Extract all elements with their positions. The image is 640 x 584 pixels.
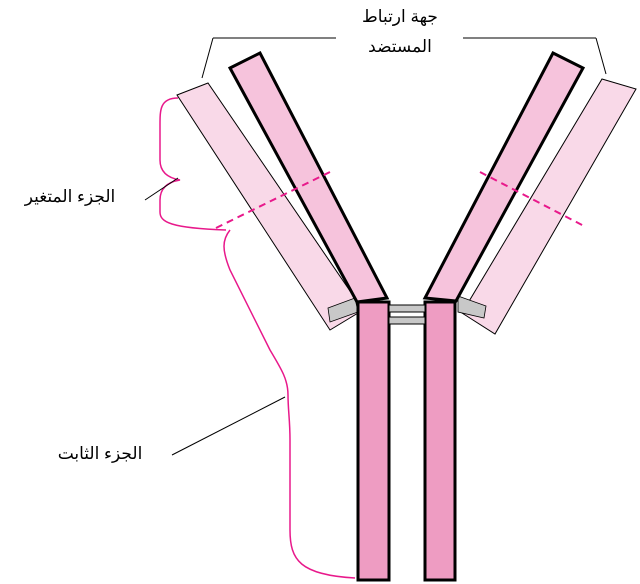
- hinge-disulfide-bonds: [388, 304, 426, 325]
- constant-region-bracket: [223, 229, 356, 579]
- variable-label-pointer: [144, 177, 179, 201]
- right-light-chain: [461, 78, 637, 335]
- left-heavy-chain-stem: [356, 300, 391, 582]
- right-heavy-chain-stem: [423, 300, 457, 582]
- left-heavy-chain-arm: [227, 50, 390, 304]
- left-region-divider: [215, 169, 335, 229]
- antigen-site-label-line1: جهة ارتباط: [362, 7, 438, 27]
- variable-region-bracket: [159, 97, 227, 231]
- variable-region-label: الجزء المتغير: [24, 187, 116, 206]
- constant-region-label: الجزء الثابت: [58, 444, 143, 463]
- constant-label-pointer: [171, 396, 286, 456]
- antigen-site-label-line2: المستضد: [368, 37, 432, 56]
- antigen-site-pointer-lines: [201, 37, 607, 79]
- right-region-divider: [479, 171, 585, 227]
- right-light-heavy-bond: [457, 295, 487, 319]
